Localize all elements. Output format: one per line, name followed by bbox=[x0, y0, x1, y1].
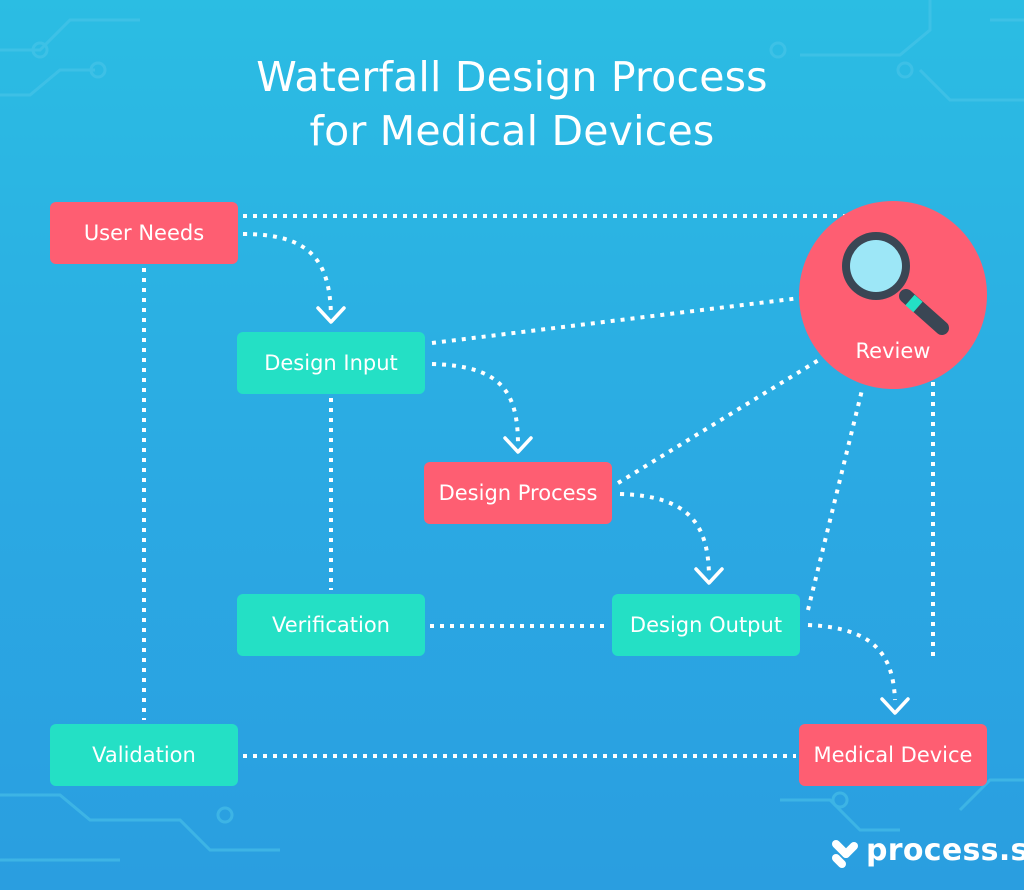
node-design-input-label: Design Input bbox=[264, 351, 398, 375]
title-line-1: Waterfall Design Process bbox=[256, 53, 768, 101]
node-design-output-label: Design Output bbox=[629, 613, 783, 637]
process-st-logo-icon bbox=[832, 839, 858, 868]
connector-designprocess-review bbox=[616, 356, 824, 485]
node-user-needs: User Needs bbox=[50, 202, 238, 264]
magnifying-glass-icon bbox=[842, 232, 949, 335]
connector-designoutput-medicaldevice bbox=[807, 623, 897, 701]
arrowhead-design-input bbox=[316, 306, 346, 324]
node-design-input: Design Input bbox=[237, 332, 425, 394]
connector-designinput-review bbox=[431, 296, 801, 345]
title-line-2: for Medical Devices bbox=[309, 107, 715, 155]
node-verification-label: Verification bbox=[272, 613, 390, 637]
arrowhead-design-output bbox=[694, 567, 724, 585]
node-medical-device-label: Medical Device bbox=[813, 743, 973, 767]
connector-userneeds-designinput bbox=[242, 232, 333, 317]
connector-designoutput-review bbox=[806, 389, 864, 611]
logo-text: process.st bbox=[866, 833, 1024, 868]
node-review-label: Review bbox=[855, 339, 931, 363]
connector-designinput-designprocess bbox=[431, 362, 520, 446]
node-design-process-label: Design Process bbox=[438, 481, 598, 505]
node-design-output: Design Output bbox=[612, 594, 800, 656]
diagram-title: Waterfall Design Process for Medical Dev… bbox=[0, 50, 1024, 158]
connector-designprocess-designoutput bbox=[619, 492, 711, 576]
node-validation: Validation bbox=[50, 724, 238, 786]
node-user-needs-label: User Needs bbox=[83, 221, 205, 245]
node-verification: Verification bbox=[237, 594, 425, 656]
node-validation-label: Validation bbox=[92, 743, 196, 767]
node-review: Review bbox=[799, 201, 987, 389]
process-st-logo: process.st bbox=[830, 833, 1024, 868]
node-design-process: Design Process bbox=[424, 462, 612, 524]
arrowhead-design-process bbox=[503, 436, 533, 454]
arrowhead-medical-device bbox=[880, 697, 910, 715]
node-medical-device: Medical Device bbox=[799, 724, 987, 786]
